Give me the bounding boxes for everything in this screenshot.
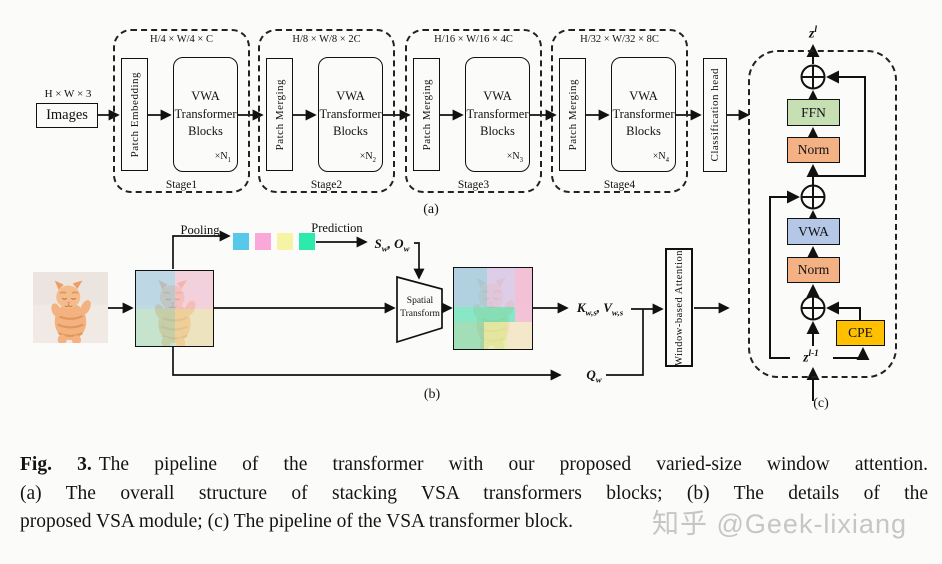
vwa-blocks-box-4: VWA Transformer Blocks ×N4 [611, 57, 676, 172]
varied-window-blue [454, 268, 487, 307]
panel-c-label: (c) [813, 396, 829, 411]
repeat-count-4: ×N4 [652, 151, 669, 165]
z-output-label: zl [808, 25, 818, 42]
vwa-blocks-box-3: VWA Transformer Blocks ×N3 [465, 57, 530, 172]
varied-window-teal [454, 306, 515, 323]
pooled-token-green [299, 233, 315, 250]
pooled-token-blue [233, 233, 249, 250]
vwa-blocks-box-1: VWA Transformer Blocks ×N1 [173, 57, 238, 172]
window-quadrant-pink [174, 271, 213, 309]
prediction-label: Prediction [311, 221, 363, 235]
ffn-block: FFN [787, 99, 840, 126]
windowed-cat-image [135, 270, 214, 347]
stage-1-dim-label: H/4 × W/4 × C [150, 34, 213, 45]
key-value-label: Kw,s, Vw,s [576, 300, 624, 318]
stage-1-label: Stage1 [165, 179, 198, 191]
stage-2-dim-label: H/8 × W/8 × 2C [292, 34, 361, 45]
cpe-block: CPE [836, 320, 885, 346]
panel-a-label: (a) [423, 202, 439, 217]
patch-merging-box-3: Patch Merging [413, 58, 440, 171]
spatial-transform-module: Spatial Transform [400, 296, 440, 319]
varied-window-cream [507, 322, 532, 349]
varied-window-lavender [486, 268, 515, 307]
varied-window-green [454, 322, 484, 349]
input-cat-image [33, 272, 108, 343]
repeat-count-3: ×N3 [506, 151, 523, 165]
pooling-label: Pooling [180, 223, 220, 237]
patch-embedding-box: Patch Embedding [121, 58, 148, 171]
stage-3: H/16 × W/16 × 4C Patch Merging VWA Trans… [405, 29, 542, 193]
caption-line-2: (a) The overall structure of stacking VS… [20, 482, 928, 504]
caption-line-1: Fig. 3.The pipeline of the transformer w… [20, 454, 928, 475]
norm-block-lower: Norm [787, 257, 840, 283]
varied-window-cat-image [453, 267, 533, 350]
watermark: 知乎 @Geek-lixiang [652, 509, 907, 539]
repeat-count-1: ×N1 [214, 151, 231, 165]
window-quadrant-blue [136, 271, 175, 309]
caption-line-3: proposed VSA module; (c) The pipeline of… [20, 511, 573, 532]
images-box: Images [36, 103, 98, 128]
vwa-blocks-box-2: VWA Transformer Blocks ×N2 [318, 57, 383, 172]
norm-block-upper: Norm [787, 137, 840, 163]
query-label: Qw [586, 367, 602, 385]
z-input-label: zl-1 [790, 348, 832, 366]
window-quadrant-green [136, 308, 175, 346]
vsa-block-dashed-border [748, 50, 897, 378]
stage-2: H/8 × W/8 × 2C Patch Merging VWA Transfo… [258, 29, 395, 193]
varied-window-pink [514, 268, 532, 323]
stage-3-label: Stage3 [457, 179, 490, 191]
scale-offset-label: Sw, Ow [374, 236, 410, 254]
repeat-count-2: ×N2 [359, 151, 376, 165]
stage-3-dim-label: H/16 × W/16 × 4C [434, 34, 513, 45]
classification-head-box: Classification head [703, 58, 727, 172]
patch-merging-box-2: Patch Merging [266, 58, 293, 171]
stage-4-dim-label: H/32 × W/32 × 8C [580, 34, 659, 45]
stage-2-label: Stage2 [310, 179, 343, 191]
patch-merging-box-4: Patch Merging [559, 58, 586, 171]
vwa-block: VWA [787, 218, 840, 245]
figure-caption: Fig. 3.The pipeline of the transformer w… [20, 451, 928, 537]
pooled-token-yellow [277, 233, 293, 250]
varied-window-yellowgreen [483, 322, 508, 349]
window-quadrant-yellow [174, 308, 213, 346]
stage-4-label: Stage4 [603, 179, 636, 191]
input-dim-label: H × W × 3 [44, 88, 92, 100]
figure-number: Fig. 3. [20, 454, 92, 475]
panel-b-label: (b) [423, 387, 441, 402]
window-based-attention-box: Window-based Attention [665, 248, 693, 367]
stage-4: H/32 × W/32 × 8C Patch Merging VWA Trans… [551, 29, 688, 193]
stage-1: H/4 × W/4 × C Patch Embedding VWA Transf… [113, 29, 250, 193]
pooled-token-pink [255, 233, 271, 250]
